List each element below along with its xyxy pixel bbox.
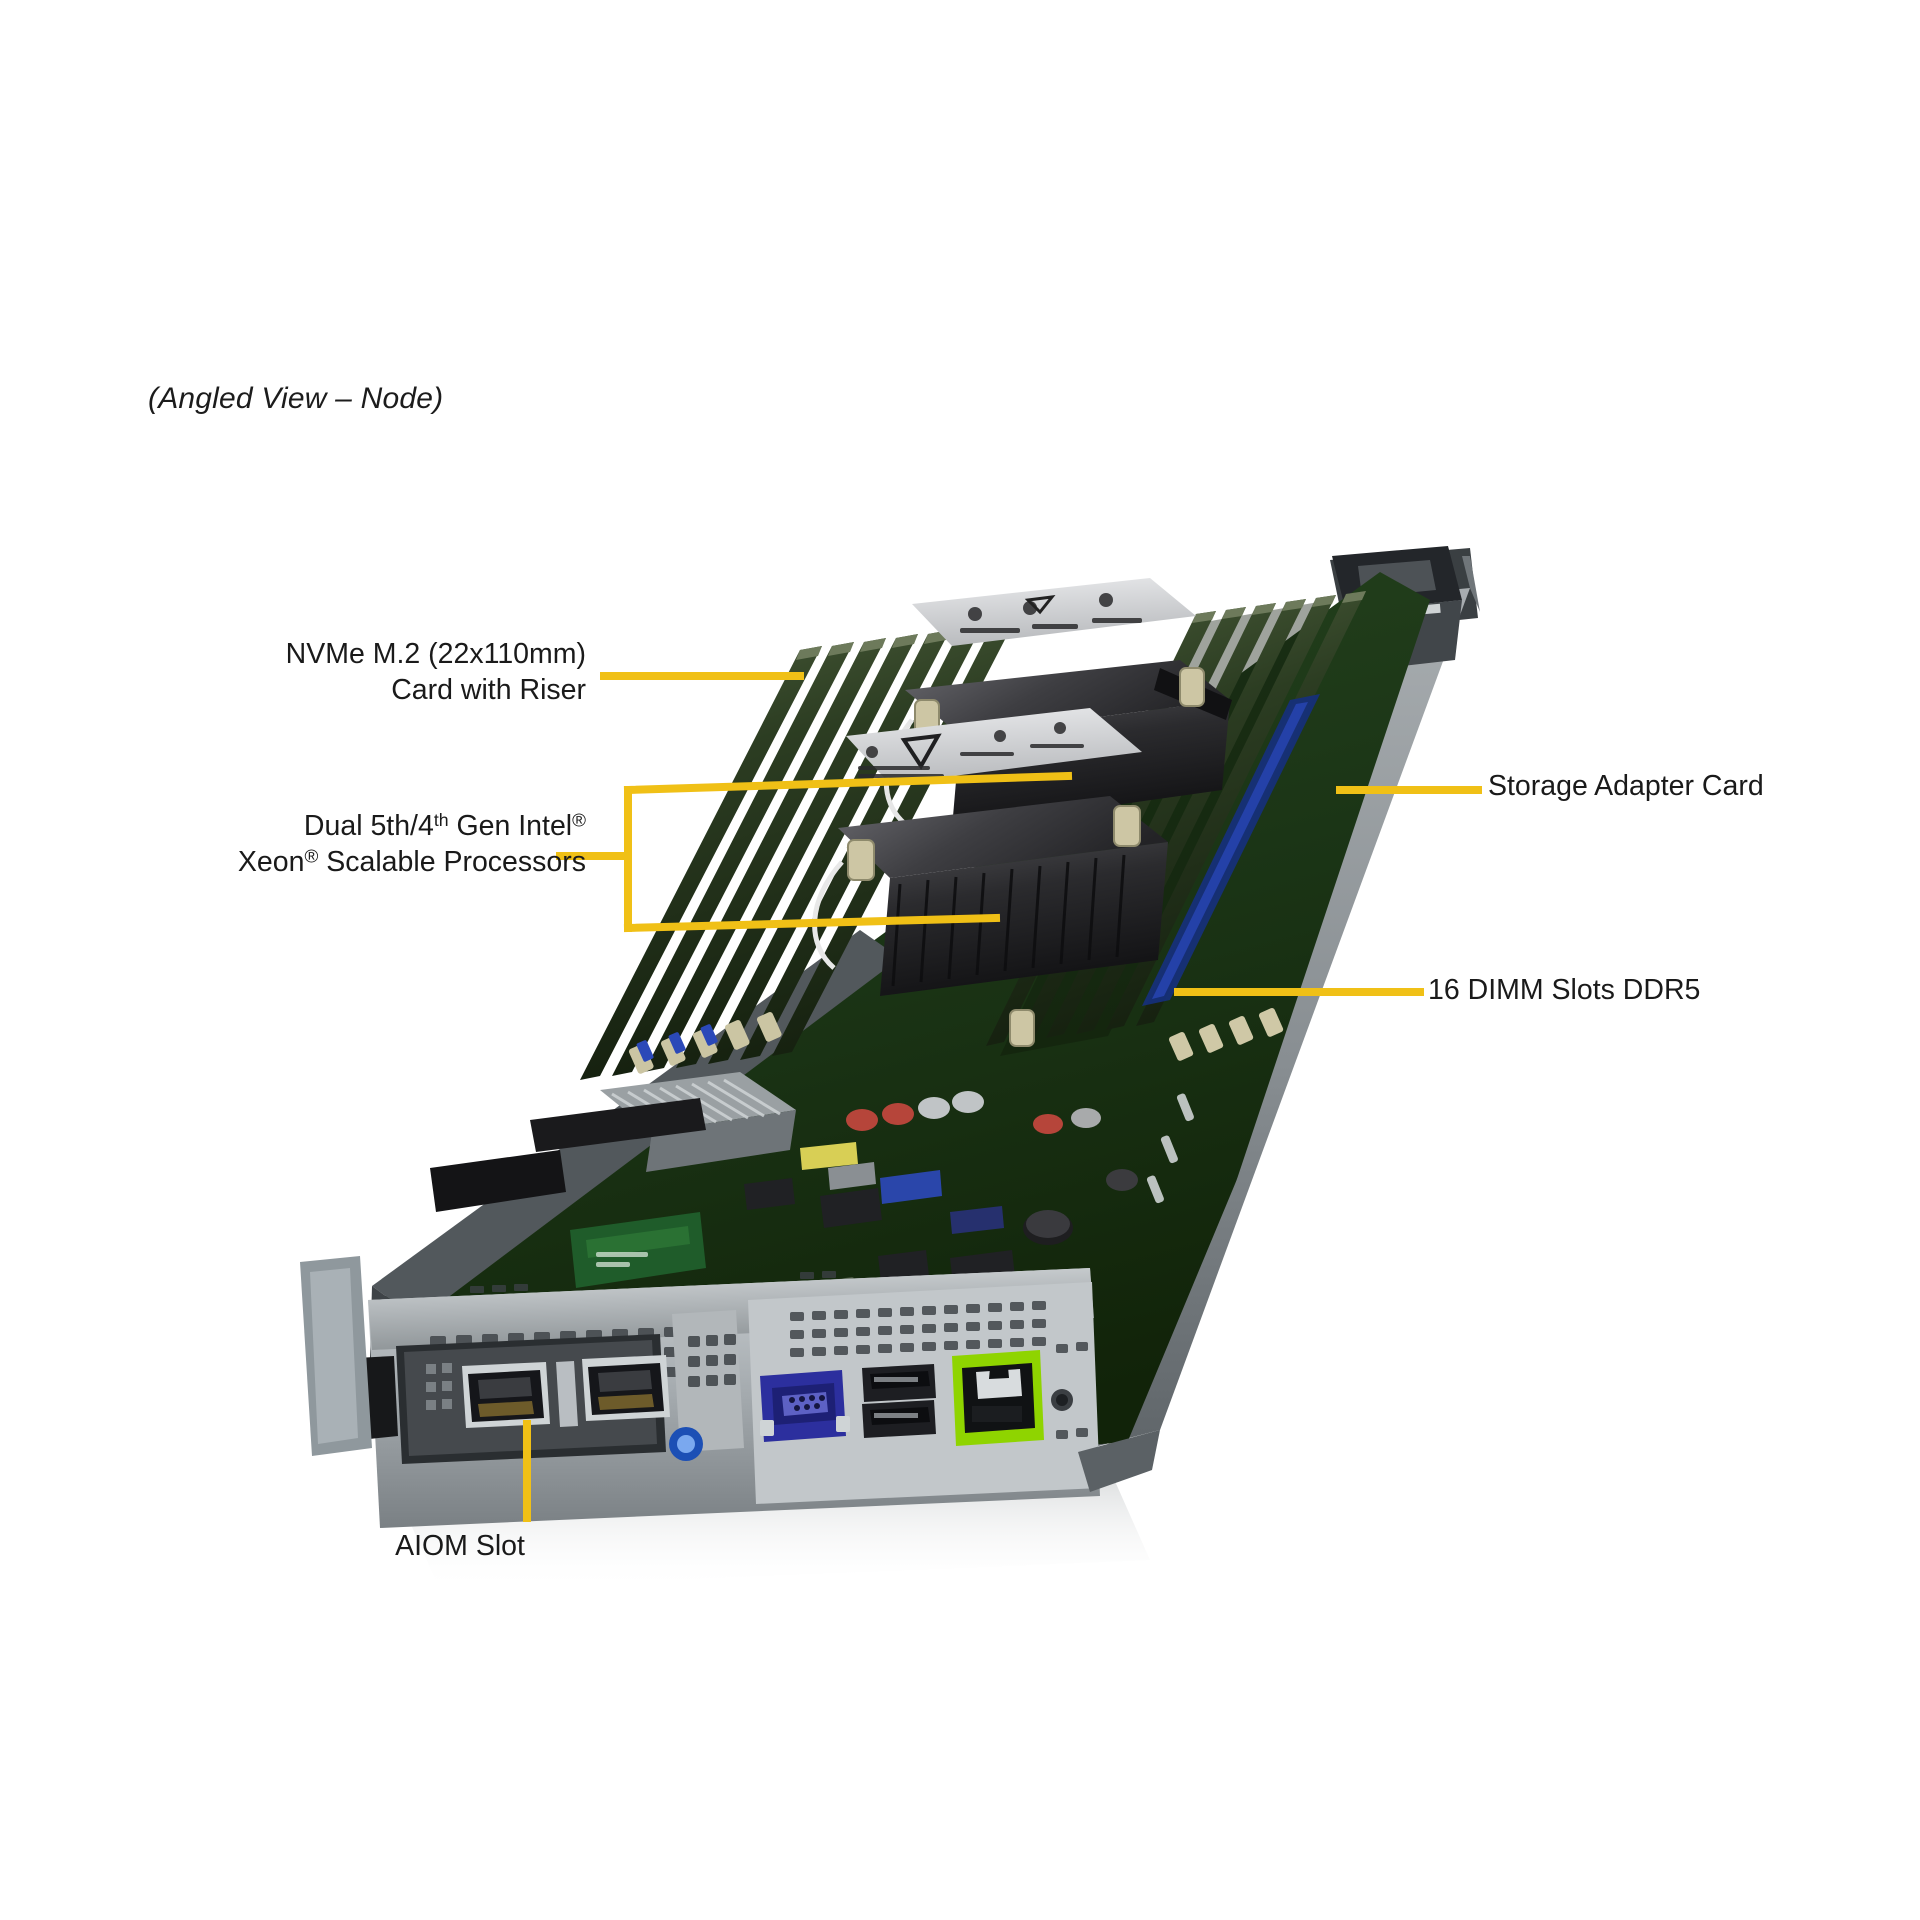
callout-dimm-slots: 16 DIMM Slots DDR5 (1428, 972, 1858, 1008)
view-title: (Angled View – Node) (148, 382, 444, 415)
callout-cpu-ordinal-sup: th (433, 809, 449, 830)
callout-cpu-line2: Xeon® Scalable Processors (60, 844, 586, 880)
callout-nvme-line1: NVMe M.2 (22x110mm) (285, 638, 586, 670)
callout-cpu-line1: Dual 5th/4th Gen Intel® (60, 808, 586, 844)
callout-cpu-intel-registered-mark: ® (572, 809, 586, 831)
callout-dimm-line1: 16 DIMM Slots DDR5 (1428, 974, 1701, 1006)
callout-cpu-line2-post: Scalable Processors (318, 846, 586, 879)
callout-processors: Dual 5th/4th Gen Intel® Xeon® Scalable P… (60, 808, 586, 881)
callout-cpu-xeon-registered-mark: ® (304, 846, 319, 868)
callout-cpu-line1-pre: Dual 5th/4 (303, 810, 434, 842)
callout-cpu-line2-pre: Xeon (237, 846, 305, 879)
callout-storage-line1: Storage Adapter Card (1488, 770, 1764, 802)
callout-aiom-line1: AIOM Slot (395, 1530, 525, 1562)
callout-aiom-slot: AIOM Slot (330, 1528, 590, 1564)
callout-nvme-m2: NVMe M.2 (22x110mm) Card with Riser (86, 636, 586, 709)
callout-nvme-line2: Card with Riser (391, 674, 586, 707)
callout-cpu-line1-post: Gen Intel (448, 810, 573, 842)
callout-storage-adapter-card: Storage Adapter Card (1488, 768, 1918, 804)
